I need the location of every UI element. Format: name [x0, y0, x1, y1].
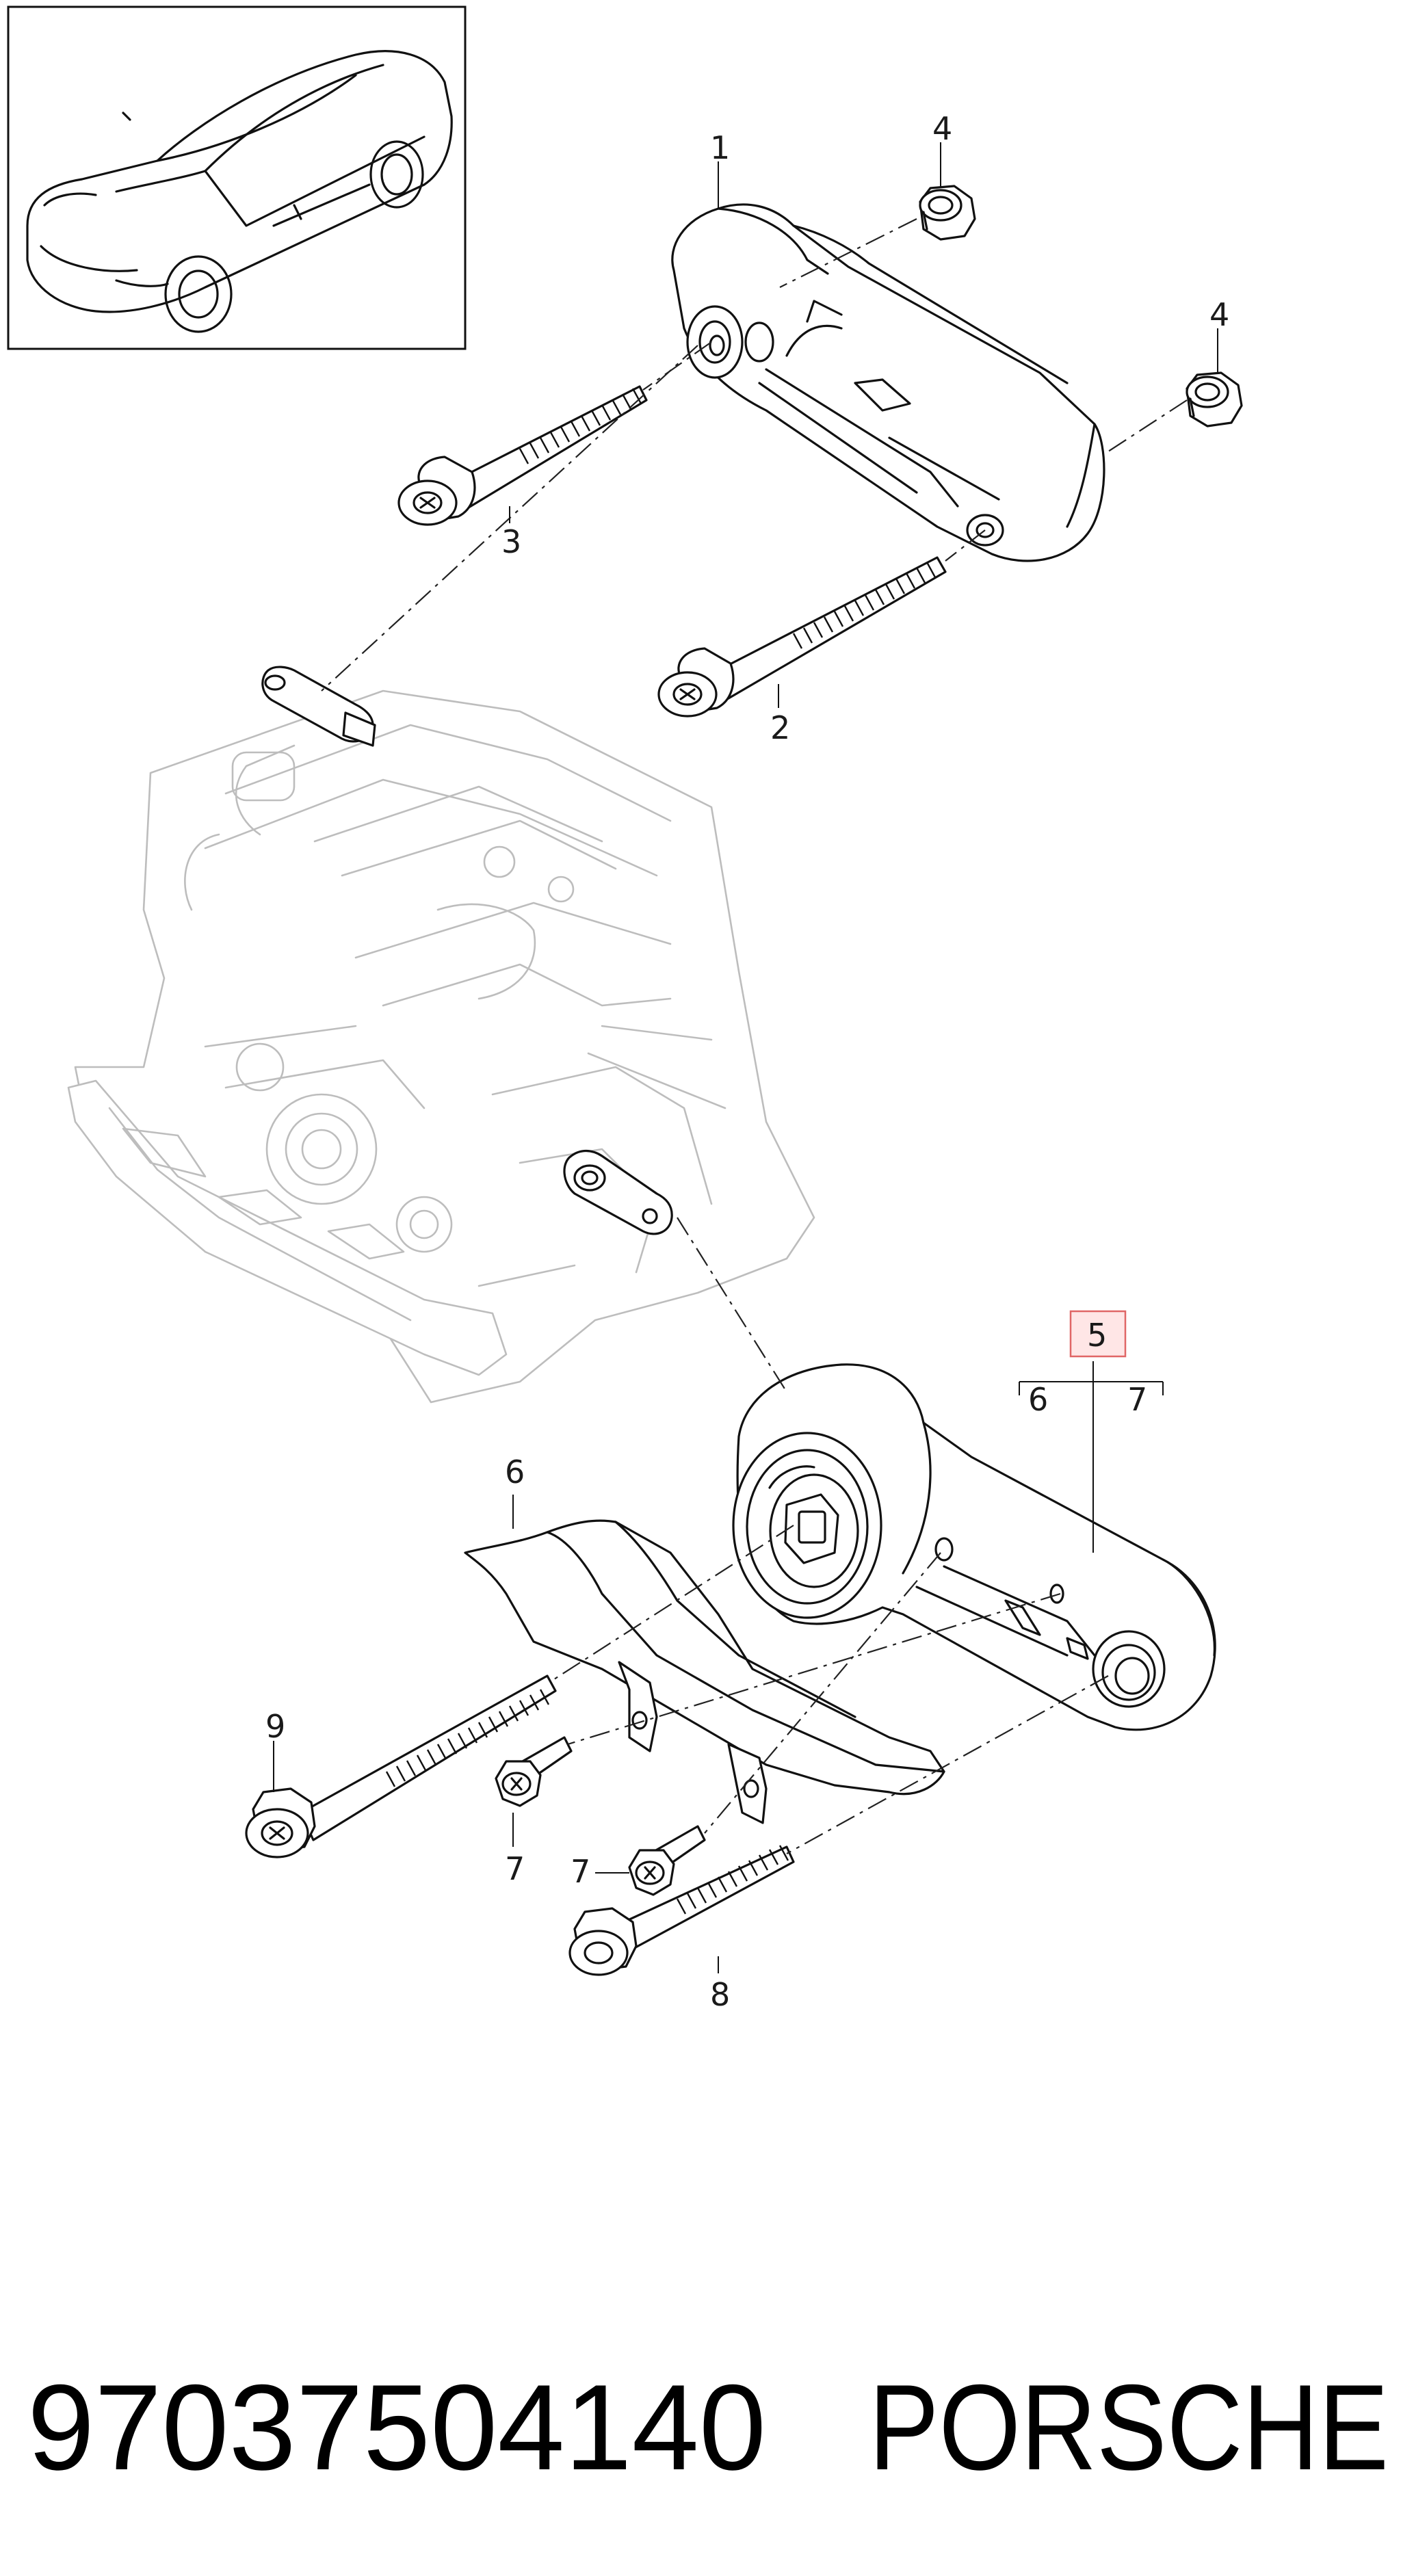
- leader-lines: [273, 142, 1218, 1973]
- part-6-heat-shield: [464, 1519, 945, 1824]
- lower-engine-bracket: [563, 1149, 673, 1235]
- part-4-nut-lower: [1186, 371, 1243, 428]
- part-7-bolt-b: [628, 1825, 706, 1896]
- callout-5-sub-7: 7: [1127, 1381, 1147, 1418]
- callout-4-lower: 4: [1209, 296, 1229, 333]
- part-5-engine-mount: [732, 1363, 1216, 1731]
- part-4-nut-upper: [919, 185, 976, 241]
- part-1-torque-rod: [671, 203, 1105, 562]
- callout-2: 2: [770, 709, 790, 746]
- part-9-bolt: [245, 1674, 557, 1858]
- part-7-bolt-a: [495, 1736, 573, 1807]
- callout-5: 5: [1087, 1317, 1107, 1354]
- callout-5-highlight: [1069, 1310, 1127, 1358]
- callout-7-left: 7: [505, 1850, 525, 1887]
- part-2-bolt: [657, 556, 947, 718]
- callout-3: 3: [501, 523, 521, 560]
- callout-5-sub-6: 6: [1028, 1381, 1048, 1418]
- vehicle-thumbnail: [7, 5, 467, 350]
- callout-1: 1: [710, 129, 730, 166]
- callout-4-upper: 4: [932, 110, 952, 147]
- upper-engine-bracket: [261, 666, 376, 747]
- part-8-bolt: [568, 1845, 795, 1976]
- part-number: 97037504140: [27, 2359, 766, 2495]
- brand-name: PORSCHE: [869, 2359, 1389, 2495]
- callout-7-right: 7: [571, 1853, 590, 1890]
- engine-ghost-illustration: [67, 689, 815, 1404]
- callout-6: 6: [505, 1454, 525, 1490]
- part-3-bolt: [397, 385, 648, 526]
- callout-9: 9: [265, 1708, 285, 1745]
- car-icon: [26, 50, 453, 333]
- callout-labels: 1 4 4 3 2 5 6 7 6 9 7 7 8: [265, 110, 1229, 2013]
- callout-8: 8: [710, 1976, 730, 2013]
- footer: 97037504140 PORSCHE: [27, 2359, 1389, 2495]
